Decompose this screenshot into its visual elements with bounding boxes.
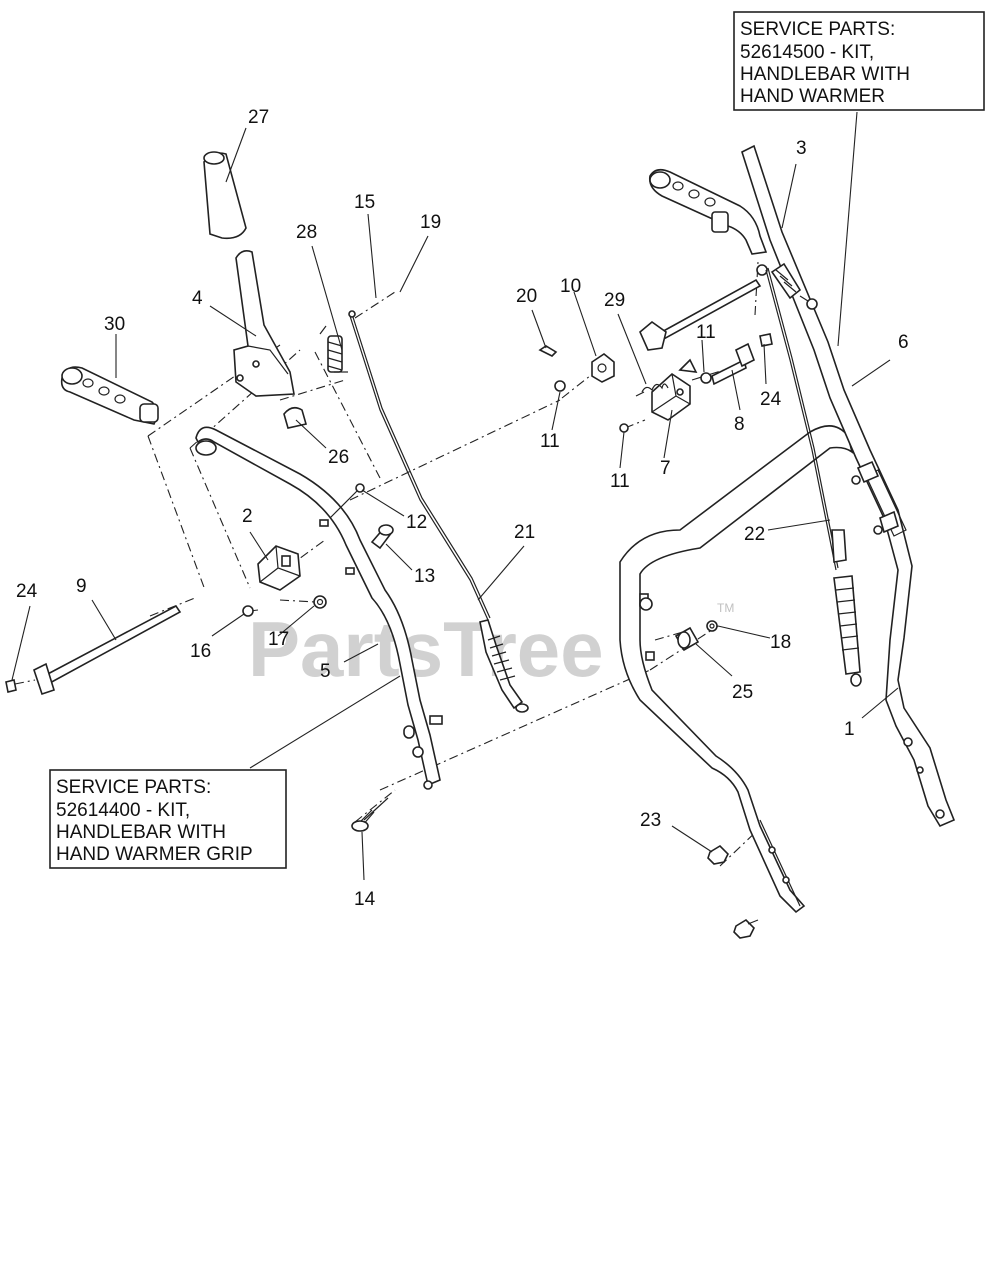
bolt-14 [351,797,389,832]
cable-21 [348,310,529,713]
callouts: 27 15 19 28 4 30 20 10 29 11 3 6 24 8 11… [16,107,909,910]
callout-16: 16 [190,641,211,662]
right-hand-warmer-grip [648,168,768,255]
clip-26 [283,406,308,429]
watermark-tm: TM [717,601,734,615]
callout-27: 27 [248,107,269,128]
svg-text:SERVICE PARTS:: SERVICE PARTS: [56,777,211,798]
left-upper-tube [233,250,295,397]
callout-13: 13 [414,566,435,587]
service-box-top: SERVICE PARTS: 52614500 - KIT, HANDLEBAR… [733,11,985,111]
rod-with-knob [639,278,762,351]
pin-13 [370,524,394,550]
callout-11-top: 11 [696,322,716,343]
callout-3: 3 [796,138,807,159]
bolt-24-left [5,679,17,693]
cap-25 [674,626,700,652]
washer-11b [619,423,629,433]
callout-20: 20 [516,286,537,307]
right-frame [619,425,854,914]
callout-9: 9 [76,576,87,597]
callout-15: 15 [354,192,375,213]
service-box-bottom: SERVICE PARTS: 52614400 - KIT, HANDLEBAR… [49,769,287,869]
spring-28 [319,325,348,373]
callout-14: 14 [354,889,376,910]
spring-upper-right [756,262,818,310]
cable-22 [765,267,862,687]
callout-25: 25 [732,682,753,703]
key-20 [538,345,558,357]
nut-16 [242,605,254,617]
callout-22: 22 [744,524,765,545]
grip-27 [203,151,247,240]
hand-warmer-grip-30 [60,366,159,425]
callout-10: 10 [560,276,581,297]
callout-29: 29 [604,290,625,311]
callout-11-low: 11 [610,471,630,492]
callout-1: 1 [844,719,855,740]
callout-4: 4 [192,288,203,309]
svg-text:HAND WARMER GRIP: HAND WARMER GRIP [56,844,253,865]
svg-text:HANDLEBAR WITH: HANDLEBAR WITH [56,822,226,843]
svg-text:52614400 - KIT,: 52614400 - KIT, [56,800,190,821]
callout-8: 8 [734,414,745,435]
callout-24-right: 24 [760,389,782,410]
svg-text:52614500 - KIT,: 52614500 - KIT, [740,42,874,63]
switch-2 [257,545,301,591]
callout-24-left: 24 [16,581,38,602]
spring-29 [635,383,669,397]
callout-21: 21 [514,522,535,543]
left-handlebar [195,426,443,790]
callout-28: 28 [296,222,317,243]
callout-23: 23 [640,810,661,831]
callout-17: 17 [268,629,289,650]
callout-2: 2 [242,506,253,527]
nut-17 [313,595,327,609]
svg-text:SERVICE PARTS:: SERVICE PARTS: [740,19,895,40]
rod-9 [33,604,182,696]
callout-26: 26 [328,447,349,468]
callout-12: 12 [406,512,427,533]
pin-12 [329,483,365,519]
washer-11c [700,372,712,384]
callout-30: 30 [104,314,125,335]
washer-11a [554,380,566,392]
callout-7: 7 [660,458,671,479]
knob-10 [591,353,615,383]
callout-18: 18 [770,632,791,653]
callout-19: 19 [420,212,441,233]
callout-6: 6 [898,332,909,353]
bracket-7 [651,358,698,421]
svg-text:HANDLEBAR WITH: HANDLEBAR WITH [740,64,910,85]
watermark: PartsTree [248,605,604,693]
bolt-24-right [759,333,773,347]
callout-11-mid: 11 [540,431,560,452]
callout-5: 5 [320,661,331,682]
svg-text:HAND WARMER: HAND WARMER [740,86,885,107]
frame-knobs [639,460,899,611]
link-8 [711,342,756,386]
bolt-23 [707,844,759,939]
washer-18 [706,620,718,632]
leader-lines [11,111,899,881]
